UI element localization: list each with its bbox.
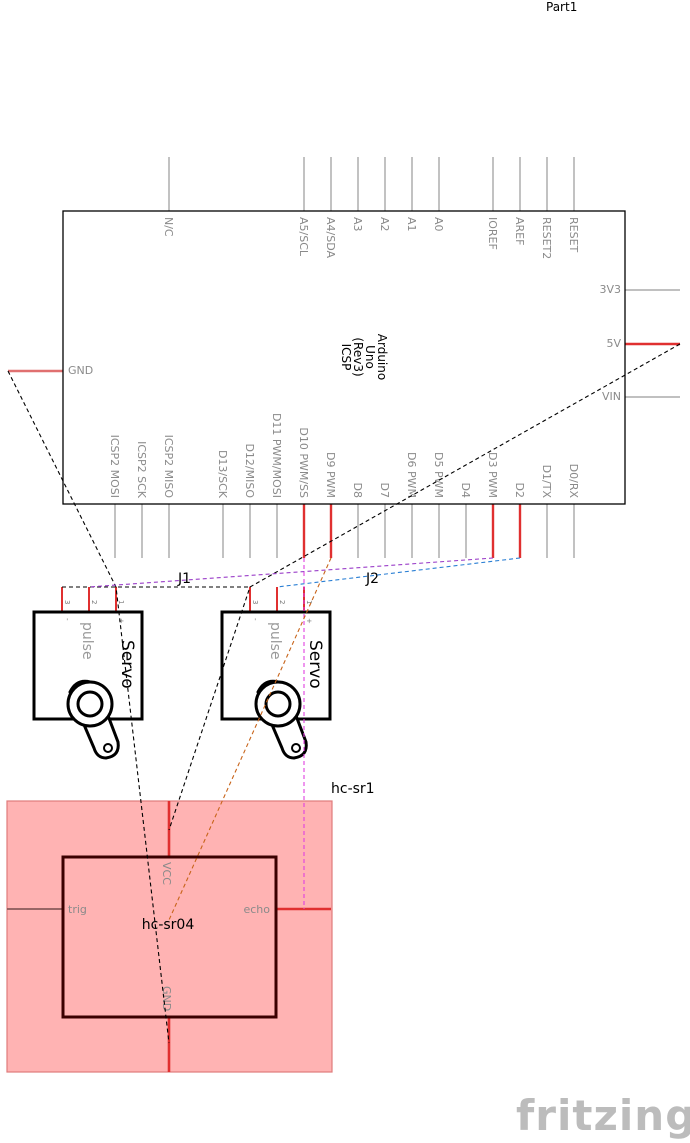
pin-label-d0: D0/RX [567, 464, 580, 499]
pin-label-d9: D9 PWM [324, 452, 337, 498]
pin-label-a1: A1 [405, 217, 418, 232]
pin-label-aref: AREF [513, 217, 526, 245]
wire-gnd[interactable] [7, 370, 170, 1044]
pin-label-gnd: GND [68, 364, 93, 377]
pin-label-a0: A0 [432, 217, 445, 232]
pin-label-a5: A5/SCL [297, 217, 310, 257]
svg-text:ICSP: ICSP [339, 344, 353, 371]
svg-text:(Rev3): (Rev3) [351, 337, 365, 376]
pin-label-d6: D6 PWM [405, 452, 418, 498]
fritzing-logo: fritzing [516, 1091, 690, 1140]
pin-label-reset2: RESET2 [540, 217, 553, 259]
arduino-uno[interactable]: Arduino Uno (Rev3) ICSP N/C A5/SCL A4/SD… [8, 157, 680, 558]
pin-label-d10: D10 PWM/SS [297, 427, 310, 498]
svg-text:-: - [63, 618, 71, 621]
svg-text:+: + [305, 618, 313, 624]
servo-j2-signal: pulse [267, 622, 283, 660]
wire-d2-j2[interactable] [276, 557, 521, 588]
svg-text:2: 2 [90, 600, 98, 604]
servo-j1-ref: J1 [177, 571, 191, 587]
servo-j1[interactable]: Servo pulse 3 2 1 - + J1 [32, 571, 191, 760]
servo-j2-horn-icon [254, 679, 308, 760]
svg-text:1: 1 [305, 600, 313, 604]
pin-label-d11: D11 PWM/MOSI [270, 413, 283, 498]
svg-text:2: 2 [278, 600, 286, 604]
pin-label-d4: D4 [459, 483, 472, 498]
pin-label-d8: D8 [351, 483, 364, 498]
arduino-body [62, 210, 626, 505]
svg-text:3: 3 [63, 600, 71, 604]
svg-text:Arduino: Arduino [375, 334, 389, 380]
sensor-pin-vcc: VCC [160, 862, 173, 885]
servo-j2[interactable]: Servo pulse 3 2 1 - + J2 [220, 571, 379, 760]
servo-j1-title: Servo [117, 640, 137, 689]
pin-label-reset: RESET [567, 217, 580, 253]
pin-label-vin: VIN [602, 390, 621, 403]
svg-text:1: 1 [117, 600, 125, 604]
pin-label-icsp2-mosi: ICSP2 MOSI [108, 435, 121, 498]
servo-j1-horn-icon [66, 679, 120, 760]
pin-label-d12: D12/MISO [243, 443, 256, 498]
servo-j2-ref: J2 [365, 571, 379, 587]
pin-label-d3: D3 PWM [486, 452, 499, 498]
svg-text:+: + [117, 618, 125, 624]
pin-label-3v3: 3V3 [599, 283, 621, 296]
servo-j1-signal: pulse [79, 622, 95, 660]
pin-label-ioref: IOREF [486, 217, 499, 250]
sensor-body [61, 855, 278, 1019]
pin-label-d5: D5 PWM [432, 452, 445, 498]
svg-text:-: - [251, 618, 259, 621]
pin-label-5v: 5V [606, 337, 621, 350]
pin-label-d13: D13/SCK [216, 450, 229, 499]
arduino-title: Arduino Uno (Rev3) ICSP [339, 334, 389, 380]
pin-label-a3: A3 [351, 217, 364, 232]
pin-label-d1: D1/TX [540, 465, 553, 499]
sensor-pin-trig: trig [68, 903, 87, 916]
part1-label: Part1 [546, 0, 577, 14]
pin-label-d2: D2 [513, 483, 526, 498]
hc-sr04-sensor[interactable]: hc-sr1 hc-sr04 VCC trig echo GND [6, 781, 375, 1073]
svg-text:Uno: Uno [363, 345, 377, 369]
wire-d9-trig[interactable] [168, 557, 332, 921]
sensor-name: hc-sr04 [142, 917, 195, 933]
wire-d3-j1[interactable] [88, 557, 494, 588]
pin-label-d7: D7 [378, 483, 391, 498]
svg-text:3: 3 [251, 600, 259, 604]
servo-j2-title: Servo [305, 640, 325, 689]
sensor-pin-gnd: GND [160, 986, 173, 1011]
pin-label-a4: A4/SDA [324, 217, 337, 258]
pin-label-a2: A2 [378, 217, 391, 232]
pin-label-icsp2-miso: ICSP2 MISO [162, 435, 175, 499]
sensor-ref: hc-sr1 [331, 781, 375, 797]
sensor-pin-echo: echo [243, 903, 270, 916]
pin-label-icsp2-sck: ICSP2 SCK [135, 441, 148, 499]
wire-5v[interactable] [168, 343, 681, 831]
ratsnest-wires [7, 343, 681, 1044]
pin-label-nc: N/C [162, 217, 175, 237]
